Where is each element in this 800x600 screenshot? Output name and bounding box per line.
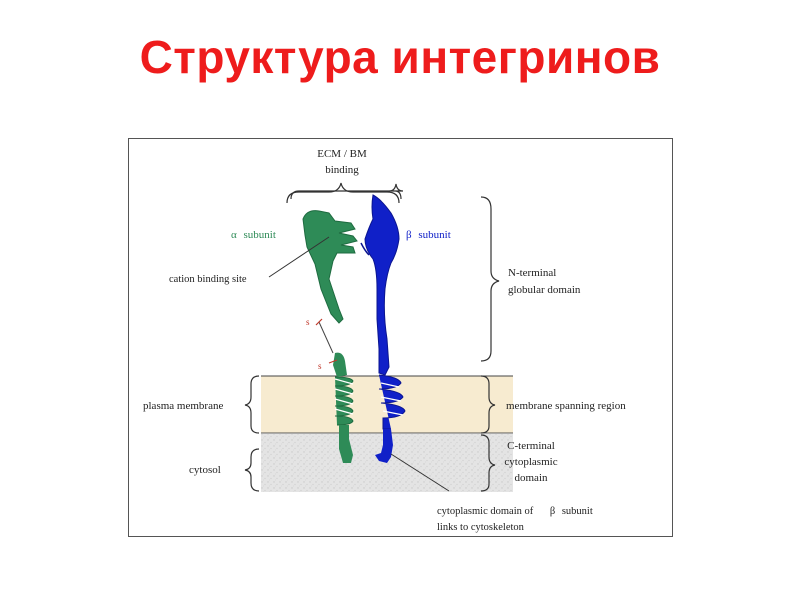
- plasma-membrane-brace: [244, 375, 260, 434]
- membrane-spanning-brace: [480, 375, 496, 434]
- domain-label: domain: [515, 472, 548, 484]
- n-terminal-brace: [480, 196, 500, 362]
- globular-domain-label: globular domain: [508, 284, 581, 296]
- beta-subunit-label: β subunit: [406, 229, 451, 241]
- membrane-spanning-region-label: membrane spanning region: [506, 400, 626, 412]
- n-terminal-label: N-terminal: [508, 267, 556, 279]
- disulfide-s-lower: s: [318, 361, 322, 371]
- plasma-membrane-label: plasma membrane: [143, 400, 223, 412]
- cyto-domain-text: cytoplasmic domain of: [437, 506, 534, 517]
- binding-label: binding: [325, 164, 359, 176]
- ecm-bm-label: ECM / BM: [317, 148, 367, 160]
- cytosol-label: cytosol: [189, 464, 221, 476]
- beta-subunit-text: subunit: [418, 229, 450, 241]
- c-terminal-label: C-terminal: [507, 440, 555, 452]
- cation-binding-site-label: cation binding site: [169, 274, 247, 285]
- disulfide-s-upper: s: [306, 317, 310, 327]
- cyto-domain-beta: β: [550, 506, 555, 517]
- integrin-diagram: s s ECM / BM binding α subunit: [143, 148, 626, 533]
- cytosol-brace: [244, 448, 260, 492]
- alpha-subunit: [302, 210, 358, 463]
- cation-site-leader: [268, 236, 330, 278]
- cyto-domain-subunit: subunit: [562, 506, 593, 517]
- ecm-brace-main: [286, 182, 400, 204]
- cyto-domain-label-line1: cytoplasmic domain of β subunit: [437, 506, 593, 517]
- ecm-brace-drawn: [287, 183, 407, 203]
- cyto-domain-leader: [390, 453, 450, 492]
- integrin-diagram-frame: s s ECM / BM binding α subunit: [128, 138, 673, 537]
- disulfide-bond: s s: [306, 317, 338, 371]
- beta-subunit: [360, 194, 406, 463]
- alpha-subunit-label: α subunit: [231, 229, 276, 241]
- cytoplasmic-label: cytoplasmic: [504, 456, 557, 468]
- beta-symbol: β: [406, 229, 412, 241]
- c-terminal-brace: [480, 434, 496, 492]
- alpha-symbol: α: [231, 229, 237, 241]
- slide-title: Структура интегринов: [139, 31, 661, 83]
- alpha-subunit-text: subunit: [244, 229, 276, 241]
- cyto-domain-label-line2: links to cytoskeleton: [437, 522, 525, 533]
